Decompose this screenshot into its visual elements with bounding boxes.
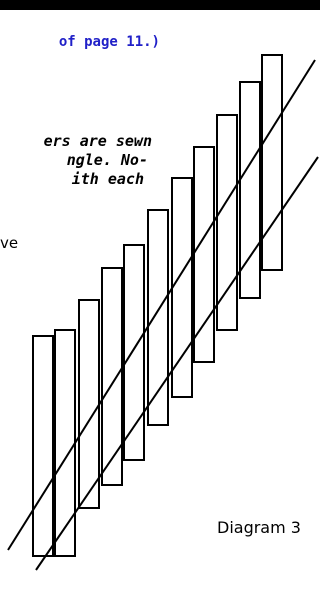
diagram-label: Diagram 3: [217, 518, 301, 537]
top-rule: [0, 0, 320, 10]
strip-3: [78, 299, 100, 509]
body-text-line-3: ith each: [71, 170, 144, 188]
strip-7: [171, 177, 193, 398]
body-text-line-1: ers are sewn: [43, 132, 152, 150]
guide-line-2: [35, 156, 319, 571]
strip-9: [216, 114, 238, 331]
strip-11: [261, 54, 283, 271]
guide-line-1: [7, 59, 316, 551]
strip-6: [147, 209, 169, 426]
strip-4: [101, 267, 123, 486]
page-reference: of page 11.): [58, 34, 160, 50]
body-text-line-2: ngle. No-: [66, 151, 148, 169]
strip-10: [239, 81, 261, 299]
strip-5: [123, 244, 145, 461]
guide-line-group: [7, 59, 319, 571]
strip-group: [32, 54, 283, 557]
strip-1: [32, 335, 54, 557]
strip-8: [193, 146, 215, 363]
strip-2: [54, 329, 76, 557]
